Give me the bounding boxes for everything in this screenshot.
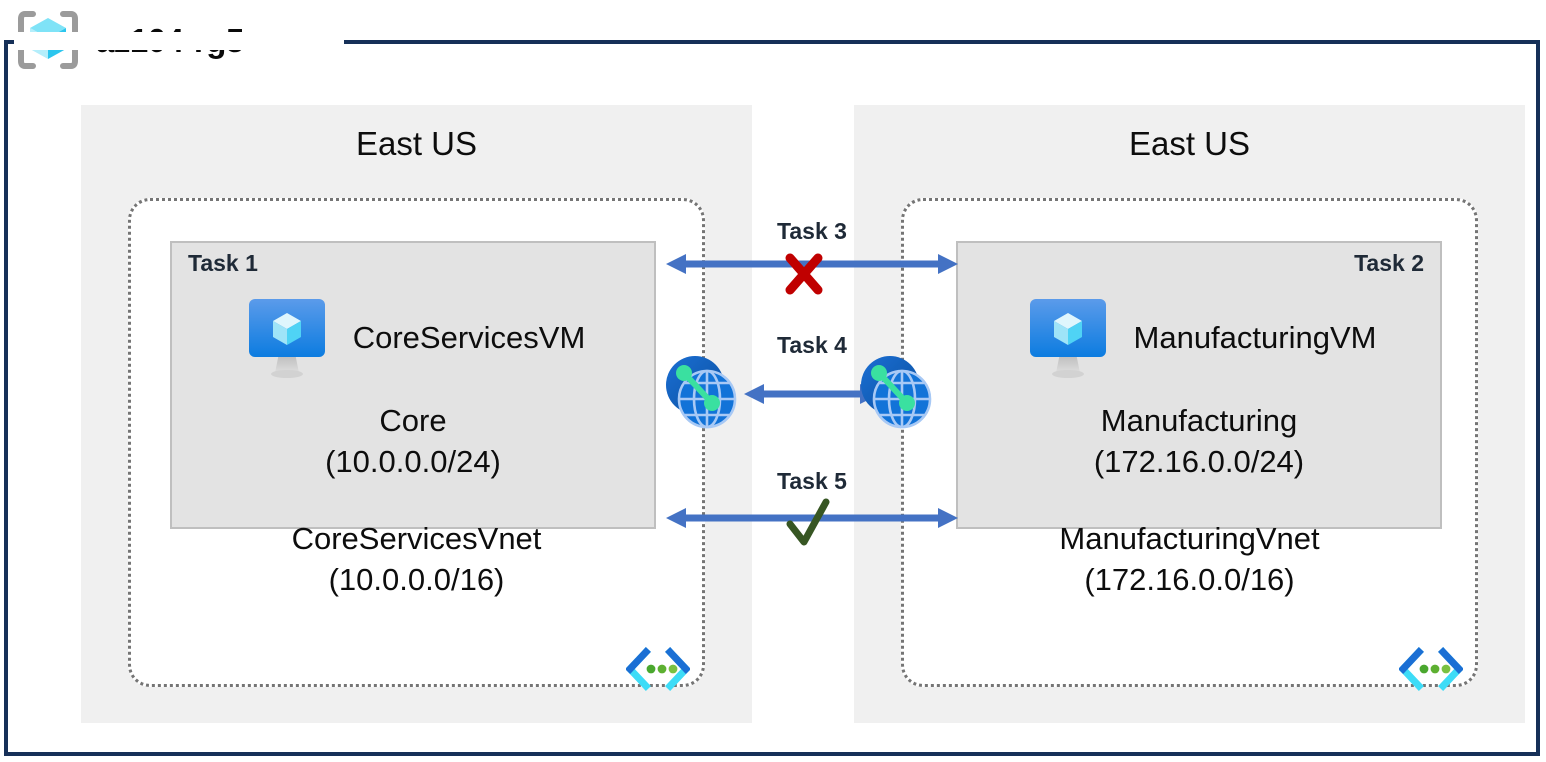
subnet-name-core: Core xyxy=(379,403,447,438)
vnet-caption-manufacturing: ManufacturingVnet (172.16.0.0/16) xyxy=(904,519,1475,601)
vm-label-coreservices: CoreServicesVM xyxy=(352,319,586,355)
vnet-box-manufacturing[interactable]: Task 2 xyxy=(901,198,1478,691)
vnet-icon xyxy=(626,647,690,691)
vnet-peering-icon xyxy=(861,356,932,429)
vnet-name-coreservices: CoreServicesVnet xyxy=(291,521,542,556)
vnet-peering-icon xyxy=(666,356,737,429)
vnet-box-coreservices[interactable]: Task 1 xyxy=(128,198,705,691)
vnet-icon xyxy=(1399,647,1463,691)
vnet-caption-coreservices: CoreServicesVnet (10.0.0.0/16) xyxy=(131,519,702,601)
vnet-cidr-manufacturing: (172.16.0.0/16) xyxy=(1084,561,1295,597)
vm-row-coreservices: CoreServicesVM xyxy=(172,291,654,383)
frame-title-gap xyxy=(14,32,344,50)
task-badge-1: Task 1 xyxy=(188,250,258,276)
vnet-name-manufacturing: ManufacturingVnet xyxy=(1059,521,1320,556)
vnet-cidr-coreservices: (10.0.0.0/16) xyxy=(328,561,505,597)
subnet-cidr-manufacturing: (172.16.0.0/24) xyxy=(1093,443,1305,479)
subnet-box-core[interactable]: Task 1 xyxy=(170,241,656,529)
green-check-icon xyxy=(786,498,830,546)
subnet-cidr-core: (10.0.0.0/24) xyxy=(325,443,501,479)
virtual-machine-icon xyxy=(248,299,325,378)
red-x-icon xyxy=(785,253,823,295)
subnet-box-manufacturing[interactable]: Task 2 xyxy=(956,241,1442,529)
connector-arrow-task5 xyxy=(666,508,958,528)
virtual-machine-icon xyxy=(1029,299,1106,378)
connector-label-task5: Task 5 xyxy=(777,468,847,494)
subnet-name-manufacturing: Manufacturing xyxy=(1100,403,1298,438)
region-label-right: East US xyxy=(1128,125,1251,162)
connector-label-task3: Task 3 xyxy=(777,218,847,244)
subnet-caption-manufacturing: Manufacturing (172.16.0.0/24) xyxy=(958,401,1440,483)
region-label-left: East US xyxy=(355,125,478,162)
region-panel-left: East US Task 1 xyxy=(81,105,752,723)
vm-row-manufacturing: ManufacturingVM xyxy=(958,291,1440,383)
connector-label-task4: Task 4 xyxy=(777,332,847,358)
region-panel-right: East US Task 2 xyxy=(854,105,1525,723)
task-badge-2: Task 2 xyxy=(1354,250,1424,276)
subnet-caption-core: Core (10.0.0.0/24) xyxy=(172,401,654,483)
vm-label-manufacturing: ManufacturingVM xyxy=(1133,319,1377,355)
